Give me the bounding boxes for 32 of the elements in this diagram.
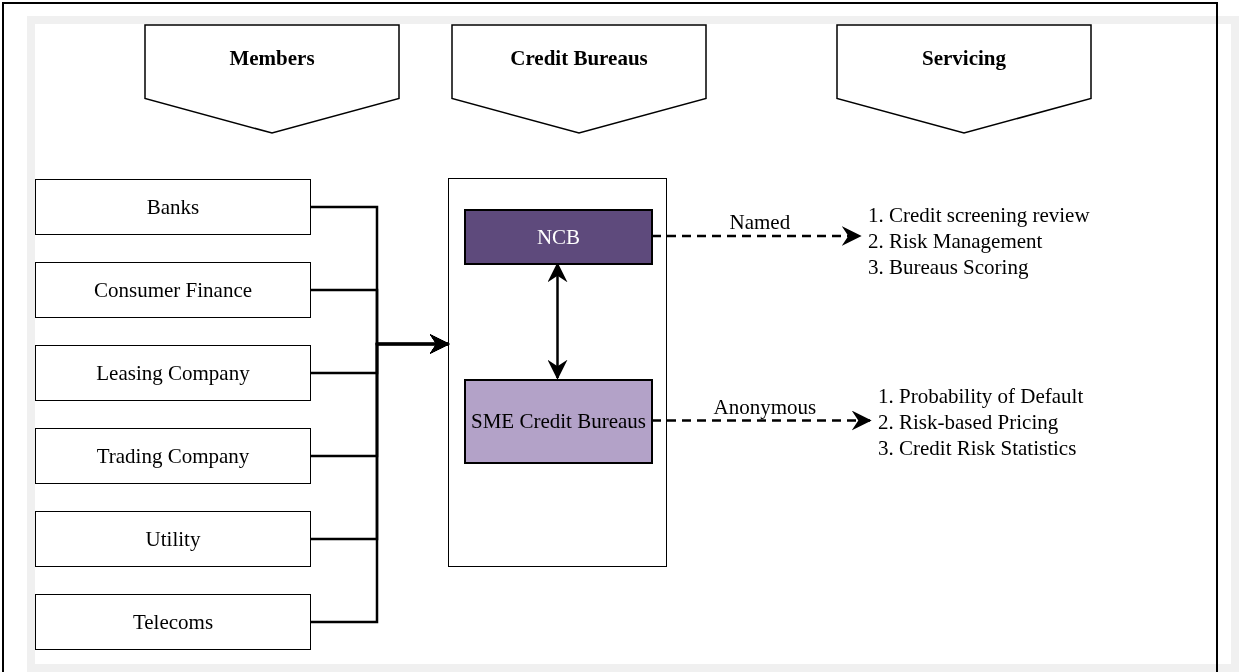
bureau-box [464,379,653,464]
service-item: 1. Credit screening review [868,201,1090,228]
dashed-arrow [652,410,872,431]
header-pentagon [144,24,400,134]
service-item: 3. Credit Risk Statistics [878,435,1077,462]
member-box [35,345,311,401]
bureau-label: SME Credit Bureaus [471,409,646,434]
connector-arrow [311,334,450,624]
header-label: Credit Bureaus [510,46,648,71]
member-label: Utility [145,526,201,552]
member-label: Telecoms [132,609,214,635]
member-box [35,428,311,484]
bureau-container [448,178,667,567]
service-item: 2. Risk Management [868,227,1043,255]
dashed-arrow [652,226,862,246]
member-label: Leasing Company [96,360,250,386]
member-label: Consumer Finance [93,277,253,303]
bureau-label: NCB [536,224,581,250]
bureau-box [464,209,653,265]
header-label: Servicing [922,46,1006,71]
member-label: Trading Company [96,443,250,469]
header-pentagon [451,24,707,134]
service-item: 2. Risk-based Pricing [878,408,1059,436]
service-item: 1. Probability of Default [878,382,1084,409]
member-box [35,511,311,567]
service-item: 3. Bureaus Scoring [868,254,1029,281]
member-box [35,594,311,650]
member-box [35,262,311,318]
header-label: Members [229,46,315,71]
member-label: Banks [146,194,200,220]
header-pentagon [836,24,1092,134]
member-box [35,179,311,235]
